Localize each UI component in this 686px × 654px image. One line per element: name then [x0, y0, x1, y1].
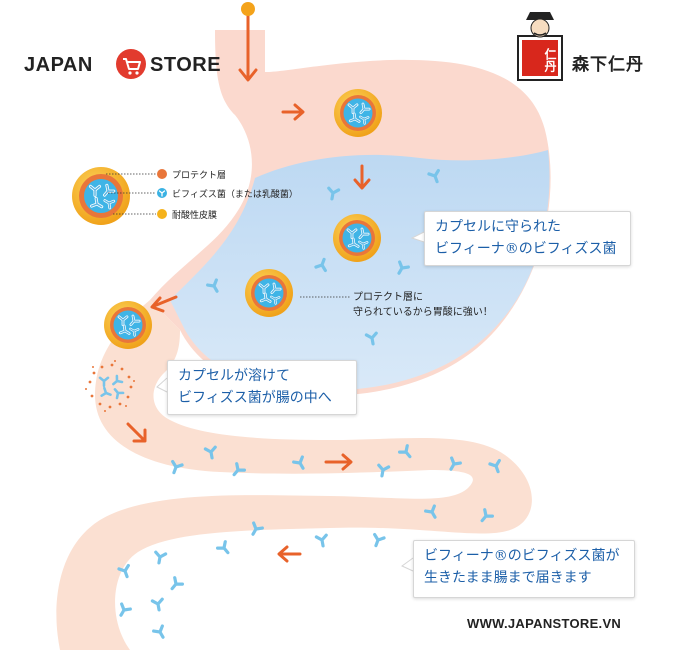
callout-reach-intestine: ビフィーナ®のビフィズス菌が 生きたまま腸まで届きます	[413, 540, 635, 598]
callout-capsule-protect-line2: ビフィーナ®のビフィズス菌	[435, 241, 617, 257]
callout-capsule-dissolve-line1: カプセルが溶けて	[178, 368, 290, 384]
callout-pointer-3	[401, 557, 414, 572]
stomach-acid	[170, 150, 550, 391]
callout-reach-intestine-line1: ビフィーナ®のビフィズス菌が	[424, 548, 620, 564]
jintan-mascot-icon	[517, 12, 563, 81]
legend-capsule	[72, 167, 130, 225]
legend-label-bacteria: ビフィズス菌（または乳酸菌）	[172, 190, 298, 200]
stomach-note-line2: 守られているから胃酸に強い！	[353, 307, 493, 318]
capsule-upper	[334, 89, 382, 137]
legend-leaders	[106, 173, 156, 215]
logo-japan: JAPAN	[24, 54, 93, 76]
capsule-left	[245, 269, 293, 317]
callout-pointer-2	[156, 377, 168, 393]
callout-capsule-protect-line1: カプセルに守られた	[435, 219, 561, 235]
stomach-note-line1: プロテクト層に	[353, 292, 423, 303]
legend-label-protect: プロテクト層	[172, 171, 227, 181]
flow-arrows	[126, 12, 371, 563]
callout-capsule-protect: カプセルに守られた ビフィーナ®のビフィズス菌	[424, 211, 631, 266]
logo-store: STORE	[150, 54, 222, 76]
brand-name: 森下仁丹	[572, 55, 644, 75]
callout-capsule-dissolve-line2: ビフィズス菌が腸の中へ	[178, 390, 332, 406]
capsule-mid	[333, 214, 381, 262]
footer-url: WWW.JAPANSTORE.VN	[467, 616, 622, 631]
brand-badge: 仁丹	[543, 48, 557, 72]
callout-reach-intestine-line2: 生きたまま腸まで届きます	[424, 570, 592, 586]
callout-capsule-dissolve: カプセルが溶けて ビフィズス菌が腸の中へ	[167, 360, 357, 415]
stomach-note: プロテクト層に 守られているから胃酸に強い！	[353, 290, 493, 320]
intestine	[56, 300, 532, 650]
callout-pointer-1	[410, 231, 425, 243]
legend-markers	[157, 169, 167, 219]
cart-icon	[116, 49, 146, 79]
incoming-capsule	[241, 2, 255, 16]
dissolving-capsule	[85, 360, 135, 412]
capsule-exit	[104, 301, 152, 349]
legend-label-coating: 耐酸性皮膜	[172, 211, 218, 221]
